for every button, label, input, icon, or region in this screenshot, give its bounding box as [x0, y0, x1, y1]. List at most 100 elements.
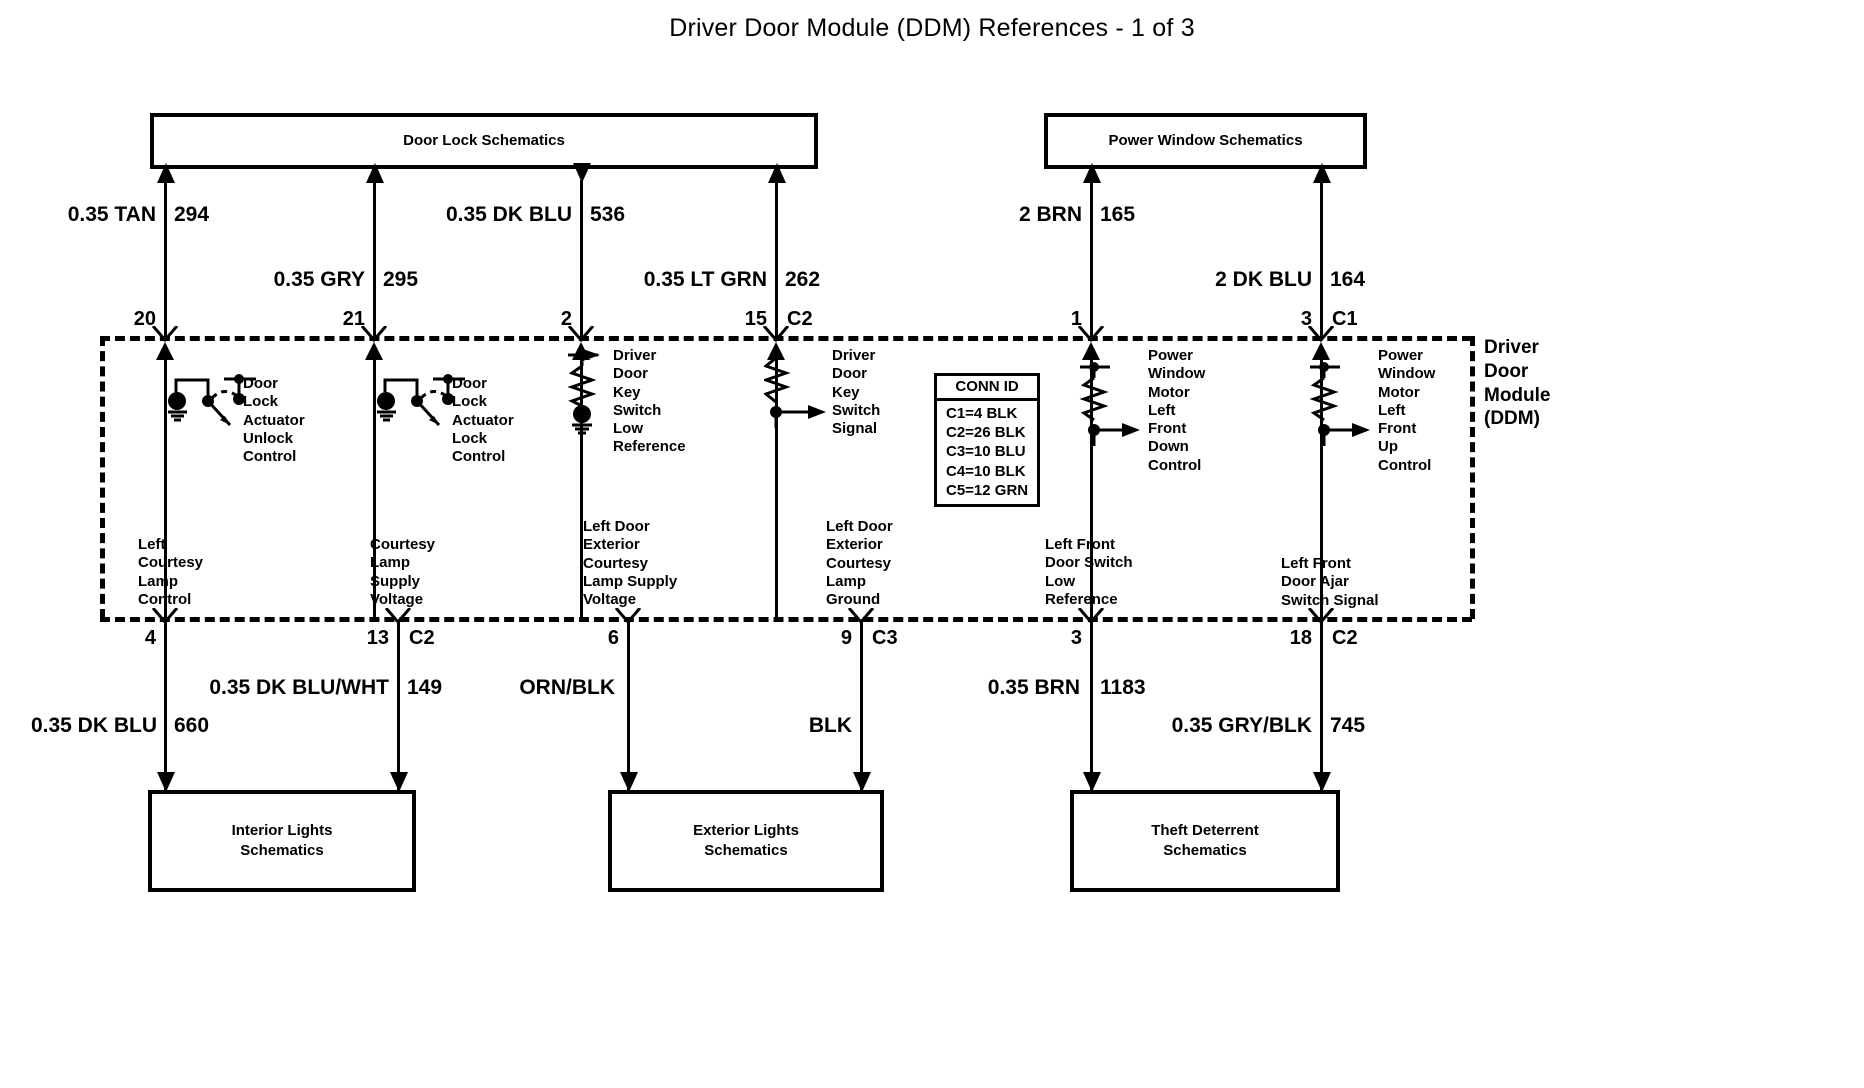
conn-id-header: CONN ID [937, 376, 1038, 401]
arrow-down-dk-blu-660 [157, 772, 175, 792]
power-window-motor-up-symbol [1309, 362, 1370, 446]
circuit-number-dk-blu-660: 660 [174, 714, 210, 737]
wire-dk-blu-536-inner [580, 350, 583, 620]
interior-lights-schematics-label: Interior Lights Schematics [231, 821, 333, 859]
pin-3-top: 3 [1300, 308, 1312, 330]
conn-id-row: C3=10 BLU [946, 443, 1026, 461]
wire-gry-295 [373, 180, 376, 336]
description-brn-1183: Left Front Door Switch Low Reference [1045, 536, 1133, 608]
pin-9: 9 [840, 627, 852, 649]
wire-gry-blk-745 [1320, 622, 1323, 790]
conn-id-row: C1=4 BLK [946, 405, 1018, 422]
description-brn-165: Power Window Motor Left Front Down Contr… [1148, 347, 1206, 474]
door-lock-actuator-lock-symbol [377, 374, 465, 427]
wire-gry-295-inner [373, 350, 376, 620]
pin-6: 6 [607, 627, 619, 649]
pin-21: 21 [342, 308, 365, 330]
wire-dk-blu-660 [164, 622, 167, 790]
description-dk-blu-660: Left Courtesy Lamp Control [138, 536, 204, 608]
wire-dk-blu-164 [1320, 180, 1323, 336]
wire-dk-blu-wht-149 [397, 622, 400, 790]
arrow-down-brn-1183 [1083, 772, 1101, 792]
wire-tan-294-inner [164, 350, 167, 620]
circuit-number-brn-165: 165 [1100, 203, 1136, 226]
wire-lt-grn-262-inner [775, 350, 778, 620]
pin-4: 4 [144, 627, 156, 649]
connector-c2-bottom-right: C2 [1332, 627, 1358, 649]
circuit-number-dk-blu-164: 164 [1330, 268, 1366, 291]
arrow-down-gry-blk-745 [1313, 772, 1331, 792]
circuit-number-tan-294: 294 [174, 203, 210, 226]
theft-deterrent-schematics-box[interactable]: Theft Deterrent Schematics [1070, 790, 1340, 892]
circuit-number-dk-blu-wht-149: 149 [407, 676, 443, 699]
wire-label-gry-295: 0.35 GRY [273, 268, 365, 291]
door-lock-schematics-box[interactable]: Door Lock Schematics [150, 113, 818, 169]
wire-lt-grn-262 [775, 180, 778, 336]
door-lock-schematics-label: Door Lock Schematics [403, 131, 565, 149]
interior-lights-schematics-box[interactable]: Interior Lights Schematics [148, 790, 416, 892]
wire-label-dk-blu-164: 2 DK BLU [1215, 268, 1312, 291]
door-lock-actuator-unlock-symbol [168, 374, 256, 427]
wire-label-brn-1183: 0.35 BRN [987, 676, 1080, 699]
arrow-up-gry-295 [366, 163, 384, 183]
description-dk-blu-wht-149: Courtesy Lamp Supply Voltage [370, 536, 436, 608]
exterior-lights-schematics-label: Exterior Lights Schematics [693, 821, 799, 859]
arrow-down-blk-ground [853, 772, 871, 792]
pin-20: 20 [133, 308, 156, 330]
theft-deterrent-schematics-label: Theft Deterrent Schematics [1151, 821, 1259, 859]
pin-15: 15 [744, 308, 767, 330]
exterior-lights-schematics-box[interactable]: Exterior Lights Schematics [608, 790, 884, 892]
wire-label-dk-blu-536: 0.35 DK BLU [445, 203, 572, 226]
wire-label-orn-blk: ORN/BLK [519, 676, 615, 699]
wire-label-dk-blu-wht-149: 0.35 DK BLU/WHT [209, 676, 389, 699]
description-gry-295: Door Lock Actuator Lock Control [452, 375, 514, 466]
circuit-number-brn-1183: 1183 [1100, 676, 1146, 699]
connector-c2-top: C2 [787, 308, 813, 330]
connector-c1-top: C1 [1332, 308, 1358, 330]
pin-3-bottom: 3 [1070, 627, 1082, 649]
module-border-top [100, 336, 1472, 341]
power-window-schematics-label: Power Window Schematics [1108, 131, 1303, 149]
page-title: Driver Door Module (DDM) References - 1 … [669, 14, 1195, 42]
circuit-number-dk-blu-536: 536 [590, 203, 626, 226]
wire-tan-294 [164, 180, 167, 336]
conn-id-table: CONN ID C1=4 BLK C2=26 BLK C3=10 BLU C4=… [934, 373, 1041, 507]
arrow-down-dk-blu-wht-149 [390, 772, 408, 792]
wire-label-tan-294: 0.35 TAN [67, 203, 156, 226]
arrow-down-orn-blk [620, 772, 638, 792]
circuit-number-lt-grn-262: 262 [785, 268, 821, 291]
description-blk-ground: Left Door Exterior Courtesy Lamp Ground [826, 518, 893, 609]
driver-door-key-switch-low-ref-symbol [568, 348, 600, 435]
wire-label-brn-165: 2 BRN [1018, 203, 1082, 226]
pin-18: 18 [1289, 627, 1312, 649]
wire-orn-blk [627, 622, 630, 790]
arrow-up-brn-165 [1083, 163, 1101, 183]
conn-id-row: C4=10 BLK [946, 462, 1026, 480]
wire-label-dk-blu-660: 0.35 DK BLU [30, 714, 157, 737]
wire-label-gry-blk-745: 0.35 GRY/BLK [1171, 714, 1312, 737]
arrow-up-tan-294 [157, 163, 175, 183]
pin-1: 1 [1070, 308, 1082, 330]
circuit-number-gry-295: 295 [383, 268, 419, 291]
description-orn-blk: Left Door Exterior Courtesy Lamp Supply … [583, 518, 678, 609]
wire-label-blk-ground: BLK [808, 714, 852, 737]
module-label: Driver Door Module (DDM) [1484, 337, 1551, 430]
module-border-bottom [100, 617, 1472, 622]
conn-id-row: C5=12 GRN [946, 481, 1029, 499]
power-window-motor-down-symbol [1079, 362, 1140, 446]
wire-dk-blu-164-inner [1320, 350, 1323, 620]
module-border-right [1470, 336, 1475, 619]
conn-id-row: C2=26 BLK [946, 424, 1026, 442]
description-dk-blu-536: Driver Door Key Switch Low Reference [613, 347, 686, 456]
connector-c3-bottom: C3 [872, 627, 898, 649]
description-gry-blk-745: Left Front Door Ajar Switch Signal [1281, 555, 1379, 609]
power-window-schematics-box[interactable]: Power Window Schematics [1044, 113, 1367, 169]
arrow-up-lt-grn-262 [768, 163, 786, 183]
description-tan-294: Door Lock Actuator Unlock Control [243, 375, 305, 466]
arrow-down-dk-blu-536 [573, 163, 591, 183]
description-lt-grn-262: Driver Door Key Switch Signal [832, 347, 881, 438]
description-dk-blu-164: Power Window Motor Left Front Up Control [1378, 347, 1436, 474]
wire-blk-ground [860, 622, 863, 790]
driver-door-key-switch-signal-symbol [764, 358, 826, 428]
